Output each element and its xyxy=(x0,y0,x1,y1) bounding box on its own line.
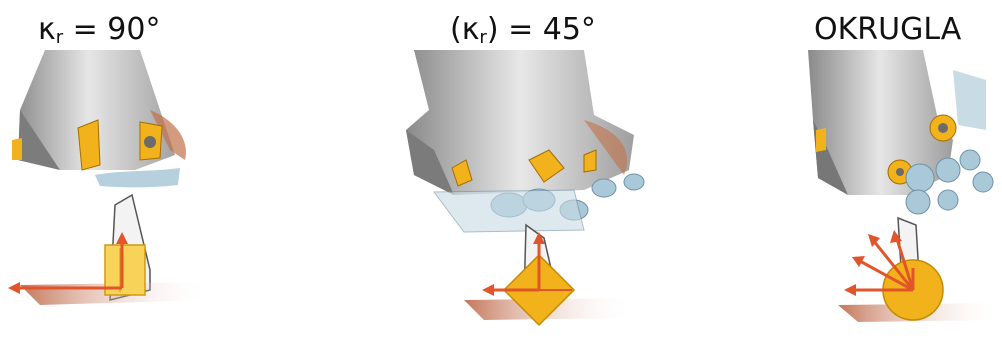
chips xyxy=(95,168,180,188)
panel-okrugla: OKRUGLA xyxy=(668,0,1002,338)
force-arrows xyxy=(844,230,915,296)
milling-illustration-kr-45 xyxy=(406,50,645,327)
cutter-body xyxy=(808,50,953,195)
cutter-body xyxy=(406,50,634,195)
milling-illustration-okrugla xyxy=(808,50,1002,322)
chips xyxy=(433,173,645,233)
cutter-body xyxy=(18,50,175,170)
panel-title-kr-90: κr = 90° xyxy=(38,12,161,48)
panel-title-okrugla: OKRUGLA xyxy=(814,12,962,47)
milling-illustration-kr-90 xyxy=(8,50,210,305)
panel-kr-90: κr = 90° xyxy=(0,0,334,338)
insert-icon xyxy=(528,149,565,183)
insert-icon xyxy=(77,119,101,171)
panel-kr-45: (κr) = 45° xyxy=(334,0,668,338)
chips xyxy=(905,149,994,215)
panel-title-kr-45: (κr) = 45° xyxy=(450,12,596,48)
